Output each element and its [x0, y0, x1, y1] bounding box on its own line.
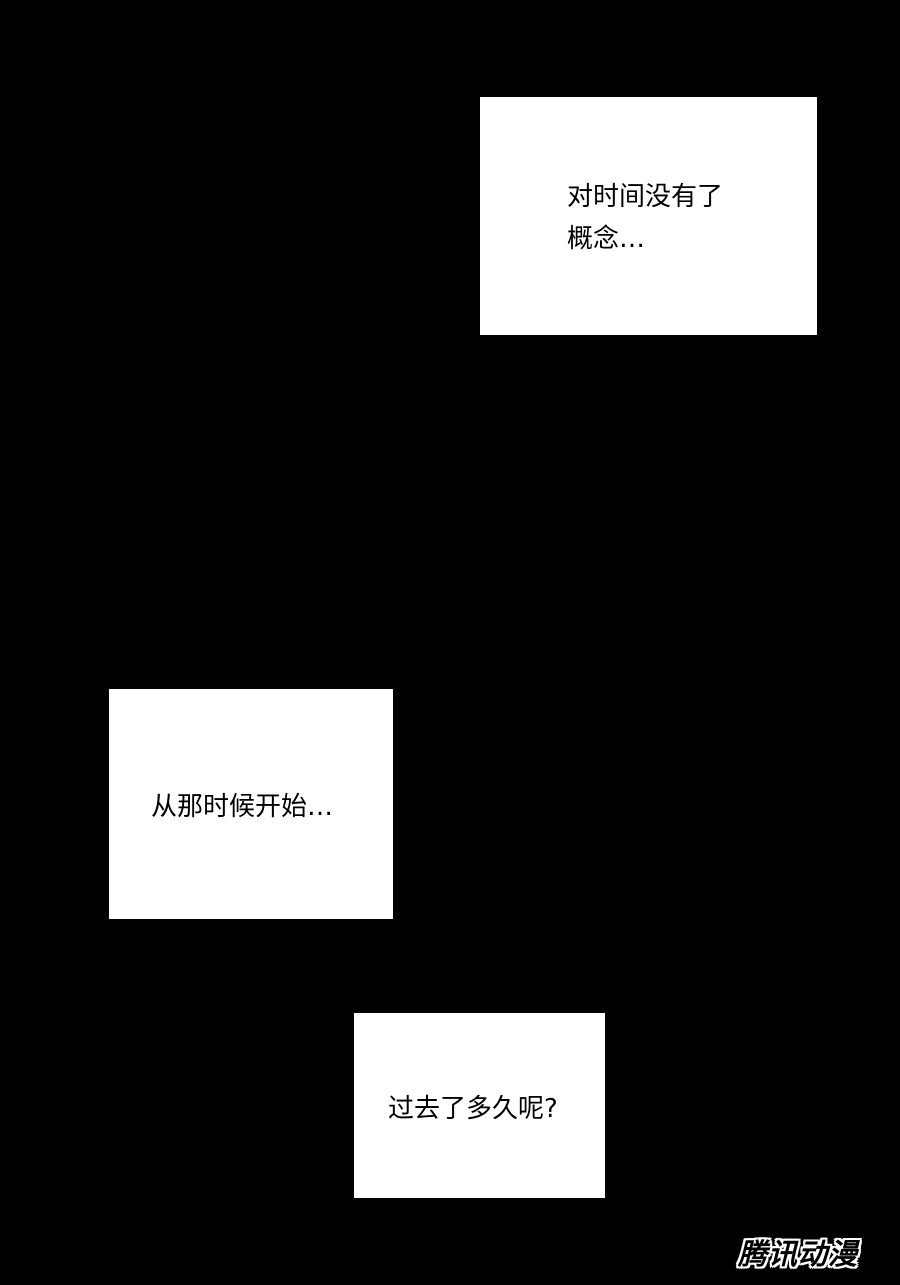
caption-box-3: 过去了多久呢?	[354, 1013, 605, 1198]
caption-1-line-1: 对时间没有了	[567, 182, 724, 212]
caption-3-line-1: 过去了多久呢?	[388, 1094, 558, 1124]
caption-2-line-1: 从那时候开始…	[151, 792, 334, 822]
caption-box-1: 对时间没有了 概念…	[480, 97, 817, 335]
watermark-logo: 腾讯动漫	[738, 1237, 859, 1271]
caption-box-2: 从那时候开始…	[109, 689, 393, 919]
caption-1-line-2: 概念…	[567, 224, 646, 254]
